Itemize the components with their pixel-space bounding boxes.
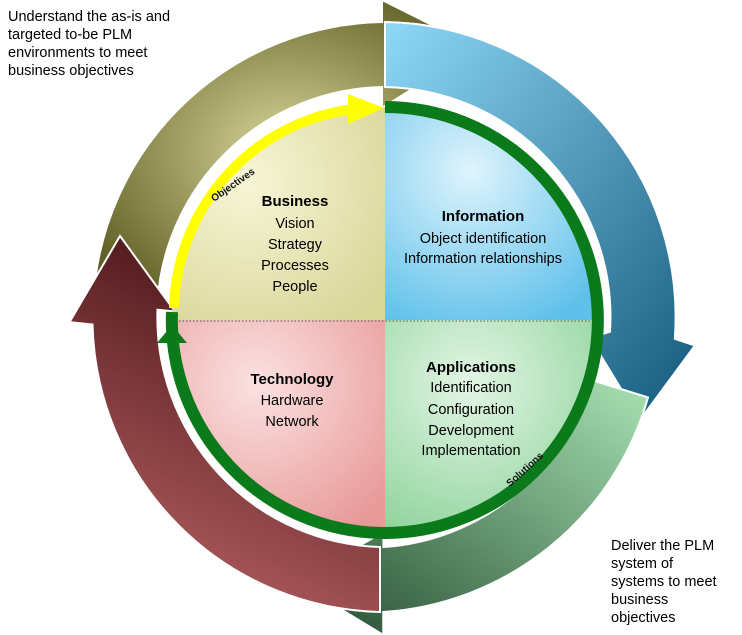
objectives-arc: [169, 103, 363, 309]
technology-title: Technology: [250, 371, 334, 388]
solutions-green-arrow: [157, 101, 604, 539]
business-item: People: [272, 279, 317, 295]
applications-item: Implementation: [421, 443, 520, 459]
applications-text: Applications Identification Configuratio…: [421, 359, 520, 459]
red-arrow-segment: [67, 234, 381, 614]
technology-quadrant: [172, 320, 385, 533]
applications-item: Configuration: [428, 402, 514, 418]
business-quadrant: [172, 107, 385, 320]
business-title: Business: [262, 193, 329, 210]
blue-arrow-segment: [384, 20, 697, 422]
applications-quadrant: [385, 320, 598, 533]
technology-item: Hardware: [261, 393, 324, 409]
information-text: Information Object identification Inform…: [404, 208, 562, 267]
solutions-arc: [165, 101, 604, 539]
business-item: Processes: [261, 258, 329, 274]
business-item: Vision: [275, 216, 314, 232]
technology-text: Technology Hardware Network: [250, 371, 334, 430]
olive-arrow-segment: [92, 0, 481, 302]
applications-item: Identification: [430, 380, 511, 396]
applications-title: Applications: [426, 359, 516, 376]
top-left-note: Understand the as-is and targeted to-be …: [8, 9, 171, 79]
business-item: Strategy: [268, 237, 323, 253]
solutions-arrowhead: [157, 325, 187, 343]
outer-cycle-ring: [67, 0, 697, 635]
business-text: Business Vision Strategy Processes Peopl…: [261, 193, 329, 295]
information-quadrant: [385, 107, 598, 320]
bottom-right-note: Deliver the PLM system of systems to mee…: [611, 538, 717, 626]
information-item: Information relationships: [404, 251, 562, 267]
information-title: Information: [442, 208, 525, 225]
applications-item: Development: [428, 423, 513, 439]
technology-item: Network: [265, 414, 319, 430]
objectives-yellow-arrow: [169, 94, 384, 309]
objectives-arrowhead: [348, 94, 384, 124]
quadrant-backgrounds: [172, 107, 598, 533]
information-item: Object identification: [420, 231, 547, 247]
